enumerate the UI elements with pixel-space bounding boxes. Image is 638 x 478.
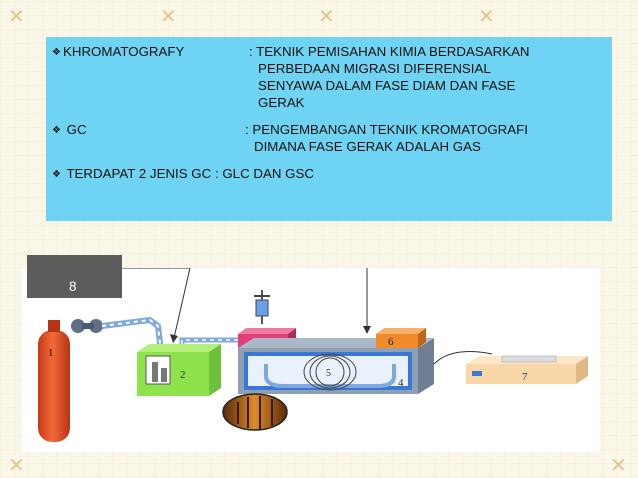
term-gc: GC [66, 122, 87, 137]
flow-controller: 2 [137, 344, 221, 396]
detector: 6 [376, 328, 426, 348]
label-5: 5 [326, 368, 331, 379]
syringe-icon [254, 290, 270, 324]
decorative-x-top-1: ✕ [8, 4, 25, 28]
decorative-x-bottom-2: ✕ [610, 453, 627, 477]
definition-line: DIMANA FASE GERAK ADALAH GAS [254, 139, 481, 154]
callout-label-box: 8 [27, 255, 122, 298]
callout-label-text: 8 [69, 279, 77, 294]
decorative-x-bottom-1: ✕ [8, 453, 25, 477]
gc-instrument-diagram: 1 2 3 [22, 268, 600, 452]
recorder: 7 [466, 355, 588, 384]
term-chromatography: KHROMATOGRAFY [62, 44, 185, 59]
gc-schematic: 1 2 3 [38, 268, 588, 442]
gc-types-text: TERDAPAT 2 JENIS GC : GLC DAN GSC [66, 166, 314, 181]
definition-row-gc-types: ❖ TERDAPAT 2 JENIS GC : GLC DAN GSC [52, 165, 606, 183]
decorative-x-top-3: ✕ [318, 4, 335, 28]
label-2: 2 [180, 369, 186, 381]
definition-line: : PENGEMBANGAN TEKNIK KROMATOGRAFI [245, 122, 528, 137]
label-6: 6 [388, 336, 394, 348]
definition-line: GERAK [258, 95, 305, 110]
definition-line: : TEKNIK PEMISAHAN KIMIA BERDASARKAN [249, 44, 530, 59]
decorative-x-top-2: ✕ [160, 4, 177, 28]
label-1: 1 [48, 347, 54, 359]
column-coil-image [222, 393, 288, 431]
definition-row-gc: ❖ GC : PENGEMBANGAN TEKNIK KROMATOGRAFI … [52, 121, 606, 155]
diamond-bullet-icon: ❖ [52, 47, 61, 58]
definition-line: SENYAWA DALAM FASE DIAM DAN FASE [258, 78, 516, 93]
column-oven: 5 4 [238, 338, 434, 394]
gas-tank: 1 [38, 319, 103, 442]
definition-row-chromatography: ❖KHROMATOGRAFY : TEKNIK PEMISAHAN KIMIA … [52, 43, 606, 111]
diamond-bullet-icon: ❖ [52, 169, 61, 180]
definitions-box: ❖KHROMATOGRAFY : TEKNIK PEMISAHAN KIMIA … [46, 37, 612, 221]
label-7: 7 [522, 371, 528, 383]
decorative-x-top-4: ✕ [478, 4, 495, 28]
diamond-bullet-icon: ❖ [52, 125, 61, 136]
label-4: 4 [398, 377, 404, 389]
definition-line: PERBEDAAN MIGRASI DIFERENSIAL [258, 61, 491, 76]
